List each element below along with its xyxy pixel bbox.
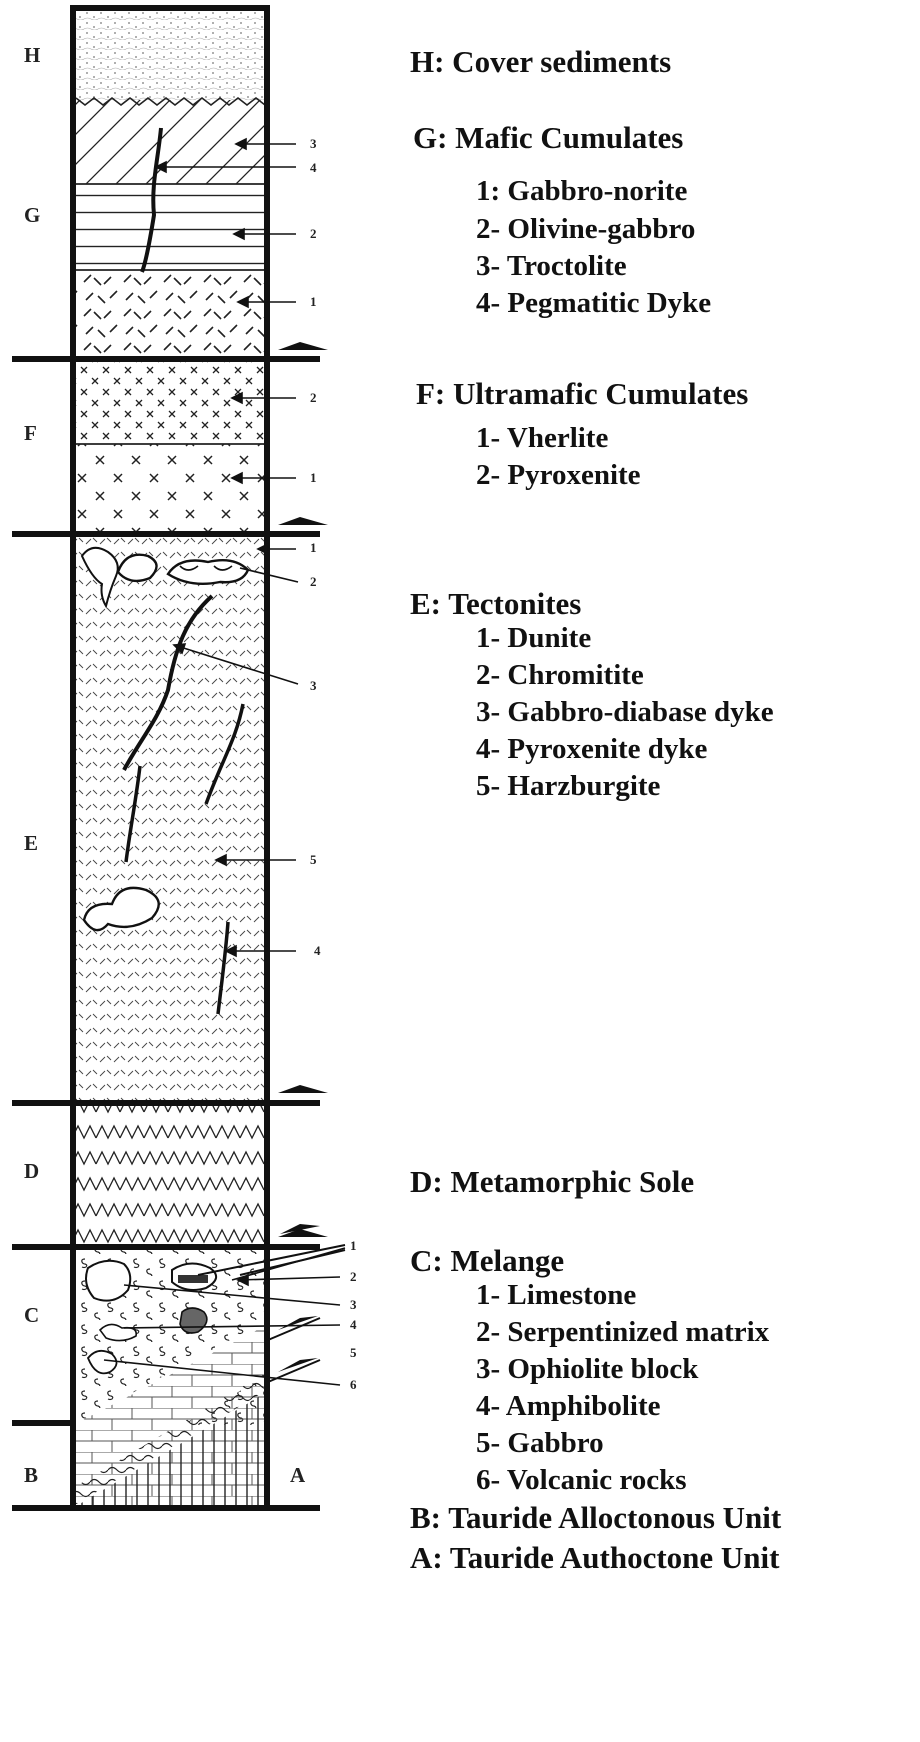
callout-g-2: 2 <box>310 226 317 241</box>
legend-d-title: D: Metamorphic Sole <box>410 1164 695 1199</box>
unit-g1-fill <box>73 270 267 356</box>
pyroxenite-dyke <box>216 921 230 1015</box>
unit-g2-fill <box>73 184 267 270</box>
unit-e-fill <box>73 536 267 1100</box>
legend-c-item-2: 2- Serpentinized matrix <box>476 1316 770 1348</box>
legend-f-item-2: 2- Pyroxenite <box>476 459 641 491</box>
fault-line-1 <box>197 1244 346 1276</box>
amphibolite-block-band <box>178 1275 208 1283</box>
gabbro-diabase-dyke-3 <box>124 765 142 863</box>
legend-g-item-3: 3- Troctolite <box>476 250 627 282</box>
unit-letter-d: D <box>24 1159 39 1183</box>
fault-line-3 <box>267 1317 321 1341</box>
dunite-pods <box>80 546 119 609</box>
unit-letter-c: C <box>24 1303 39 1327</box>
legend-e-item-2: 2- Chromitite <box>476 659 644 691</box>
unconformity-line <box>75 96 266 107</box>
fault-arrow-1 <box>280 1224 320 1234</box>
ophiolite-block-1 <box>85 1259 132 1302</box>
callout-g-4: 4 <box>310 160 317 175</box>
unit-g3-fill <box>73 100 267 184</box>
unit-f2-fill <box>73 362 267 444</box>
callout-c-1: 1 <box>350 1238 357 1253</box>
callout-c-3: 3 <box>350 1297 357 1312</box>
callout-e-2: 2 <box>310 574 317 589</box>
legend-f-item-1: 1- Vherlite <box>476 422 609 454</box>
legend-c-item-1: 1- Limestone <box>476 1279 637 1311</box>
callout-e-1: 1 <box>310 540 317 555</box>
callout-g-1: 1 <box>310 294 317 309</box>
unit-letter-a: A <box>290 1463 306 1487</box>
unit-f1-fill <box>73 444 267 532</box>
unit-letter-f: F <box>24 421 37 445</box>
unit-a-fill <box>73 1392 267 1508</box>
thrust-arrow-1 <box>278 342 328 350</box>
legend-e-item-1: 1- Dunite <box>476 622 592 654</box>
unit-letter-e: E <box>24 831 38 855</box>
legend-c-title: C: Melange <box>410 1243 565 1278</box>
unit-d-fill <box>73 1106 267 1244</box>
gabbro-band <box>73 1372 267 1506</box>
callout-f-1: 1 <box>310 470 317 485</box>
chromitite-pod-1 <box>116 553 158 583</box>
ophiolite-block-4 <box>86 1349 118 1375</box>
thrust-arrow-3 <box>278 1085 328 1093</box>
legend-c-item-3: 3- Ophiolite block <box>476 1353 699 1385</box>
legend-e-item-4: 4- Pyroxenite dyke <box>476 733 708 765</box>
legend-c-item-4: 4- Amphibolite <box>476 1390 661 1422</box>
legend-f-title: F: Ultramafic Cumulates <box>416 376 749 411</box>
legend-g-item-1: 1: Gabbro-norite <box>476 175 688 207</box>
callout-c-6: 6 <box>350 1377 357 1392</box>
legend-g-item-2: 2- Olivine-gabbro <box>476 213 696 245</box>
callout-e-5: 5 <box>310 852 317 867</box>
legend-h-title: H: Cover sediments <box>410 44 672 79</box>
callout-c-4: 4 <box>350 1317 357 1332</box>
legend-e-title: E: Tectonites <box>410 586 582 621</box>
gabbro-diabase-dyke-2 <box>204 703 245 805</box>
unit-h-fill <box>73 8 267 100</box>
callout-c-5: 5 <box>350 1345 357 1360</box>
legend-g-title: G: Mafic Cumulates <box>413 120 684 155</box>
legend-b-title: B: Tauride Alloctonous Unit <box>410 1500 782 1535</box>
callout-c-2: 2 <box>350 1269 357 1284</box>
thrust-arrow-4 <box>278 1229 328 1237</box>
callout-e-3: 3 <box>310 678 317 693</box>
chromitite-pod-2 <box>166 559 250 585</box>
legend-c-item-5: 5- Gabbro <box>476 1427 604 1459</box>
legend-c-item-6: 6- Volcanic rocks <box>476 1464 687 1496</box>
legend-a-title: A: Tauride Authoctone Unit <box>410 1540 780 1575</box>
fault-arrow-3 <box>278 1358 318 1372</box>
unit-letter-b: B <box>24 1463 38 1487</box>
callout-e-4: 4 <box>314 943 321 958</box>
legend-e-item-5: 5- Harzburgite <box>476 770 661 802</box>
pegmatitic-dyke <box>140 127 163 273</box>
legend-g-item-4: 4- Pegmatitic Dyke <box>476 287 712 319</box>
pyroxenite-pod <box>82 886 160 932</box>
gabbro-diabase-dyke-1 <box>122 594 214 771</box>
callout-g-3: 3 <box>310 136 317 151</box>
unit-letter-h: H <box>24 43 40 67</box>
unit-letter-g: G <box>24 203 40 227</box>
thrust-arrow-2 <box>278 517 328 525</box>
legend-e-item-3: 3- Gabbro-diabase dyke <box>476 696 774 728</box>
callout-f-2: 2 <box>310 390 317 405</box>
